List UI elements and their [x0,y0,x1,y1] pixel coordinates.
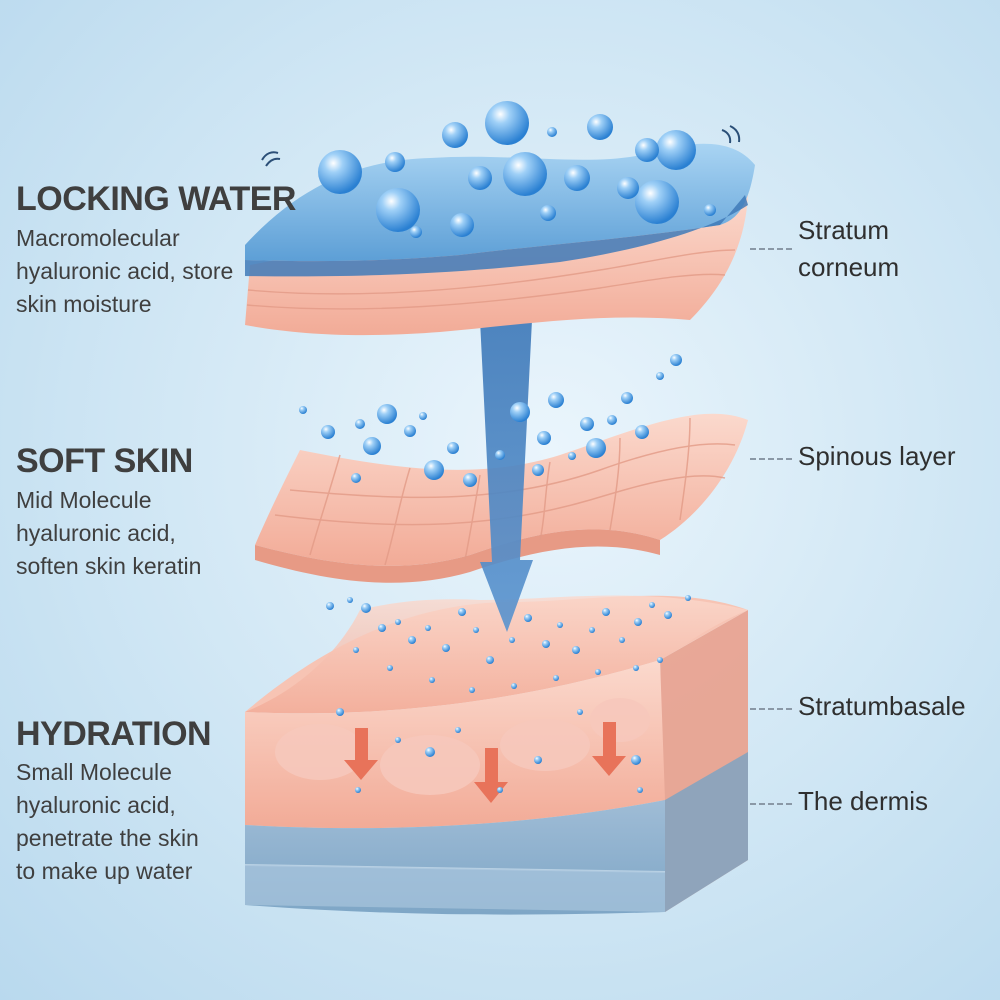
stratumbasale-label: Stratumbasale [798,691,966,721]
dermis-leader [750,803,792,805]
penetration-arrow [480,320,533,632]
hydration-heading: HYDRATION [16,715,212,753]
water-bubbles [318,101,716,238]
locking-water-heading: LOCKING WATER [16,180,296,218]
bottom-skin-block [244,595,748,915]
mid-molecule-bubbles [299,354,682,487]
soft-skin-heading: SOFT SKIN [16,442,193,480]
hydration-description: Small Molecule hyaluronic acid, penetrat… [16,759,199,884]
stratum-corneum-sheet [245,143,755,336]
soft-skin-description: Mid Molecule hyaluronic acid, soften ski… [16,487,202,579]
small-molecule-dots [326,595,691,793]
stratum-corneum-leader [750,248,792,250]
spinous-layer-leader [750,458,792,460]
dermis-label: The dermis [798,786,929,816]
stratumbasale-leader [750,708,792,710]
stratum-corneum-label: Stratum corneum [798,215,900,282]
spinous-layer-label: Spinous layer [798,441,956,471]
locking-water-description: Macromolecular hyaluronic acid, store sk… [16,225,234,317]
splash-marks [261,125,741,167]
